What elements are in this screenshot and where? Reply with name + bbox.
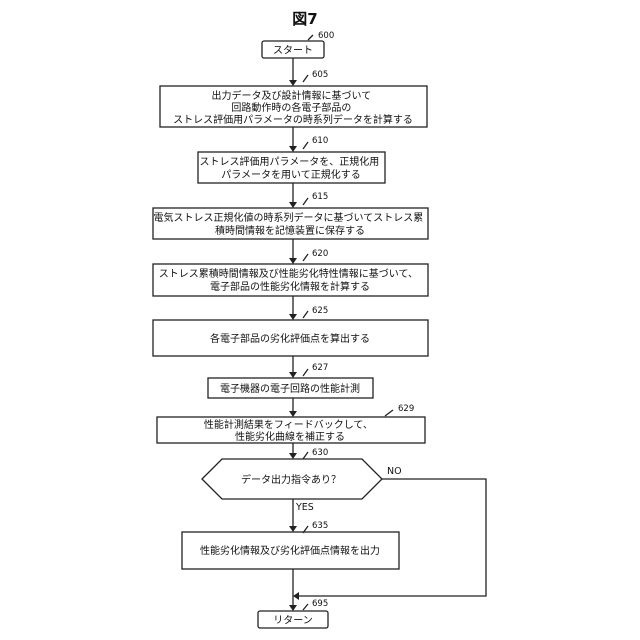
step-629-line-2: 性能劣化曲線を補正する [235, 430, 345, 443]
arrowhead [289, 453, 297, 459]
ref-615: 615 [312, 192, 328, 202]
ref-625: 625 [312, 306, 328, 316]
ref-leader-630 [303, 452, 308, 459]
arrowhead [289, 258, 297, 264]
step-625-text: 各電子部品の劣化評価点を算出する [210, 332, 370, 345]
process-step-627: 電子機器の電子回路の性能計測 [208, 378, 373, 398]
step-605-line-3: ストレス評価用パラメータの時系列データを計算する [173, 113, 413, 126]
start-terminal: スタート [262, 41, 324, 58]
step-635-text: 性能劣化情報及び劣化評価点情報を出力 [200, 544, 380, 557]
ref-695: 695 [312, 599, 328, 609]
start-label: スタート [273, 45, 313, 57]
arrowhead [289, 314, 297, 320]
process-step-605: 出力データ及び設計情報に基づいて 回路動作時の各電子部品の ストレス評価用パラメ… [160, 86, 427, 127]
ref-627: 627 [312, 363, 328, 373]
step-625-line-1: 各電子部品の劣化評価点を算出する [210, 332, 370, 345]
process-step-610: ストレス評価用パラメータを、正規化用 パラメータを用いて正規化する [198, 152, 385, 183]
ref-630: 630 [312, 448, 328, 458]
step-627-line-1: 電子機器の電子回路の性能計測 [220, 382, 360, 395]
ref-leader-695 [303, 604, 308, 610]
ref-635: 635 [312, 521, 328, 531]
ref-605: 605 [312, 70, 328, 80]
ref-leader-600 [308, 35, 313, 40]
arrowhead-merge [293, 592, 299, 600]
arrowhead [289, 146, 297, 152]
no-branch-label: NO [387, 466, 402, 477]
ref-leader-605 [303, 75, 308, 82]
arrowhead [289, 372, 297, 378]
ref-leader-620 [303, 254, 308, 261]
process-step-635: 性能劣化情報及び劣化評価点情報を出力 [182, 532, 399, 569]
return-label: リターン [273, 615, 313, 627]
arrowhead [289, 411, 297, 417]
process-step-625: 各電子部品の劣化評価点を算出する [153, 320, 428, 356]
decision-630-label: データ出力指令あり？ [241, 473, 341, 486]
ref-629: 629 [398, 404, 414, 414]
ref-leader-610 [303, 142, 308, 149]
decision-630: データ出力指令あり？ [202, 459, 382, 499]
figure-title: 図7 [292, 10, 317, 28]
step-635-line-1: 性能劣化情報及び劣化評価点情報を出力 [200, 544, 380, 557]
step-627-text: 電子機器の電子回路の性能計測 [220, 382, 360, 395]
step-615-line-2: 積時間情報を記憶装置に保存する [215, 224, 365, 237]
arrowhead [289, 526, 297, 532]
step-610-line-1: ストレス評価用パラメータを、正規化用 [200, 155, 380, 168]
ref-620: 620 [312, 249, 328, 259]
ref-leader-627 [303, 369, 308, 376]
arrowhead [289, 202, 297, 208]
ref-leader-629 [385, 410, 393, 416]
process-step-629: 性能計測結果をフィードバックして、 性能劣化曲線を補正する [157, 417, 425, 443]
step-620-line-1: ストレス累積時間情報及び性能劣化特性情報に基づいて、 [159, 267, 418, 280]
ref-610: 610 [312, 136, 328, 146]
step-605-line-2: 回路動作時の各電子部品の [231, 101, 351, 114]
yes-branch-label: YES [295, 502, 314, 513]
ref-leader-615 [303, 198, 308, 205]
step-610-line-2: パラメータを用いて正規化する [221, 168, 360, 181]
step-605-line-1: 出力データ及び設計情報に基づいて [212, 89, 372, 102]
process-step-620: ストレス累積時間情報及び性能劣化特性情報に基づいて、 電子部品の性能劣化情報を計… [153, 264, 428, 296]
step-629-line-1: 性能計測結果をフィードバックして、 [204, 418, 373, 431]
step-615-line-1: 電気ストレス正規化値の時系列データに基づいてストレス累 [154, 211, 424, 224]
process-step-615: 電気ストレス正規化値の時系列データに基づいてストレス累 積時間情報を記憶装置に保… [153, 208, 428, 239]
return-terminal: リターン [258, 611, 328, 628]
arrowhead [289, 605, 297, 611]
step-620-line-2: 電子部品の性能劣化情報を計算する [210, 280, 370, 293]
arrowhead [289, 80, 297, 86]
ref-leader-625 [303, 311, 308, 318]
ref-600: 600 [318, 31, 334, 41]
